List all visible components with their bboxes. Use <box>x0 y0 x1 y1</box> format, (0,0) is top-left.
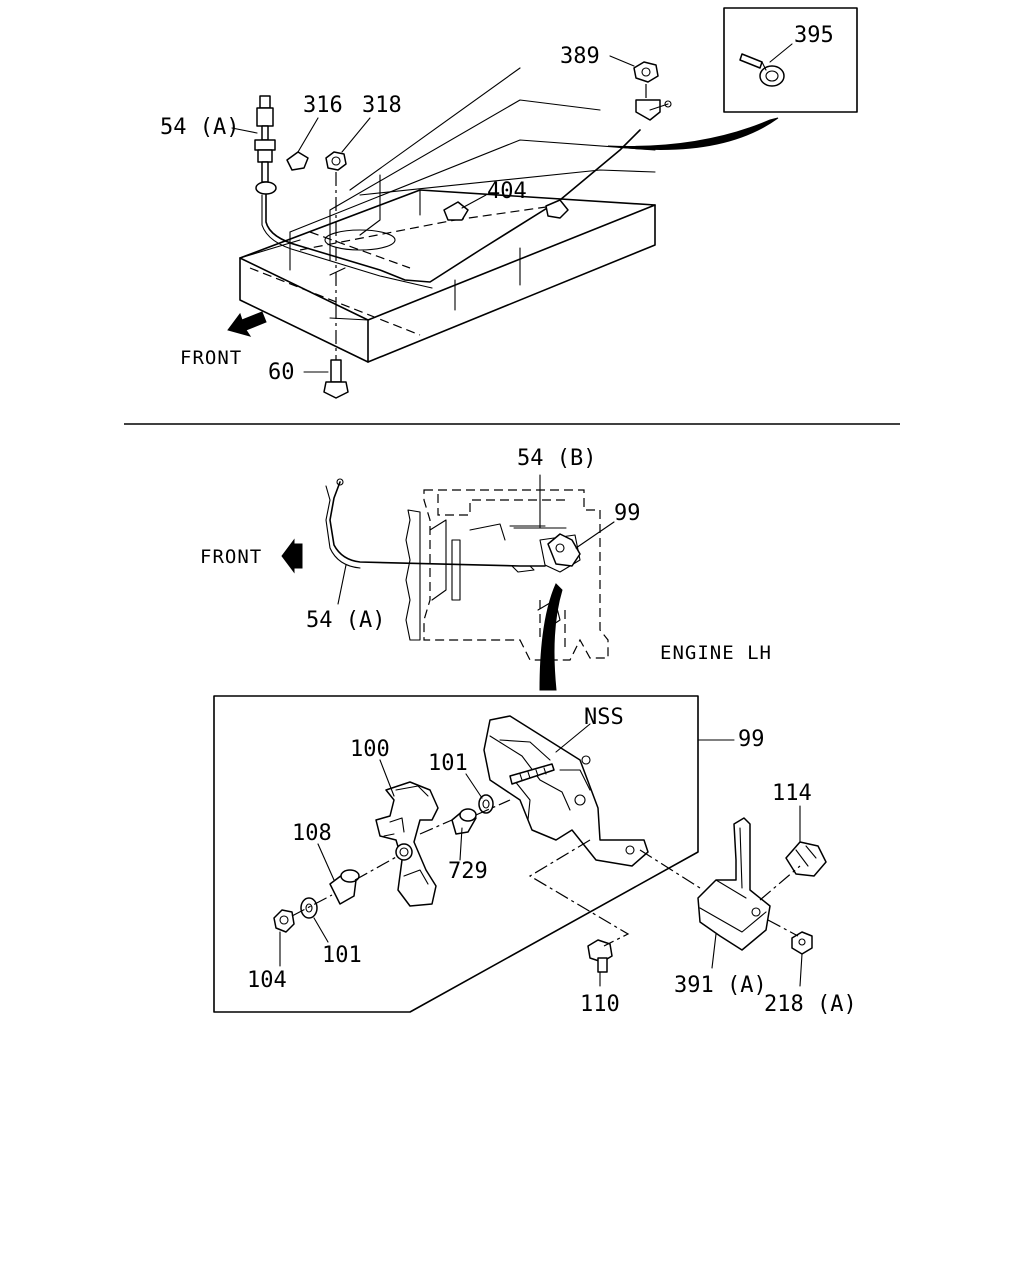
label-729: 729 <box>448 859 488 884</box>
cable-end-fitting-54a <box>254 95 277 195</box>
label-engine-lh: ENGINE LH <box>660 642 772 664</box>
bolt-110 <box>587 939 613 973</box>
label-60: 60 <box>268 360 295 385</box>
detail-pointer <box>539 583 563 691</box>
nut-389 <box>633 61 672 121</box>
label-99-detail: 99 <box>738 727 765 752</box>
label-389: 389 <box>560 44 600 69</box>
label-front-middle: FRONT <box>200 546 262 568</box>
clip-316 <box>286 151 309 171</box>
label-114: 114 <box>772 781 812 806</box>
nut-104 <box>273 909 295 933</box>
label-54b: 54 (B) <box>517 446 596 471</box>
label-108: 108 <box>292 821 332 846</box>
lever-100 <box>375 781 439 907</box>
bolt-60 <box>323 305 349 399</box>
label-100: 100 <box>350 737 390 762</box>
bracket-nss <box>483 715 649 867</box>
label-318: 318 <box>362 93 402 118</box>
front-arrow-top <box>227 311 267 337</box>
washer-101-upper <box>478 794 494 814</box>
sleeve-108 <box>329 869 360 905</box>
engine-view: 54 (B) 99 FRONT 54 (A) ENGINE LH <box>200 446 772 691</box>
bracket-391a <box>697 817 771 951</box>
nut-218a <box>791 931 813 955</box>
label-101-lower: 101 <box>322 943 362 968</box>
label-404: 404 <box>487 179 527 204</box>
cable-54a-engine <box>329 481 546 567</box>
nut-318 <box>325 151 347 305</box>
inset-box-395 <box>723 7 858 113</box>
top-view: 389 395 316 318 54 (A) 404 FRONT 60 <box>160 7 858 399</box>
detail-frame <box>213 695 699 1013</box>
label-391a: 391 (A) <box>674 973 767 998</box>
detail-view: NSS 99 100 101 108 729 114 104 101 110 3… <box>213 695 857 1017</box>
label-316: 316 <box>303 93 343 118</box>
washer-101-lower <box>300 897 318 919</box>
stud-bracket <box>509 763 555 785</box>
collar-729 <box>451 808 477 835</box>
label-nss: NSS <box>584 705 624 730</box>
label-101-upper: 101 <box>428 751 468 776</box>
inset-pointer-top <box>607 117 779 150</box>
engine-outline <box>405 489 609 661</box>
clamp-114 <box>785 841 827 877</box>
lever-assembly-99-mini <box>513 527 581 567</box>
label-395: 395 <box>794 23 834 48</box>
label-54a-top: 54 (A) <box>160 115 239 140</box>
label-99-engine: 99 <box>614 501 641 526</box>
label-218a: 218 (A) <box>764 992 857 1017</box>
clamp-404 <box>443 199 569 221</box>
label-54a-engine: 54 (A) <box>306 608 385 633</box>
label-front-top: FRONT <box>180 347 242 369</box>
label-104: 104 <box>247 968 287 993</box>
label-110: 110 <box>580 992 620 1017</box>
cable-54a-route <box>265 129 641 283</box>
